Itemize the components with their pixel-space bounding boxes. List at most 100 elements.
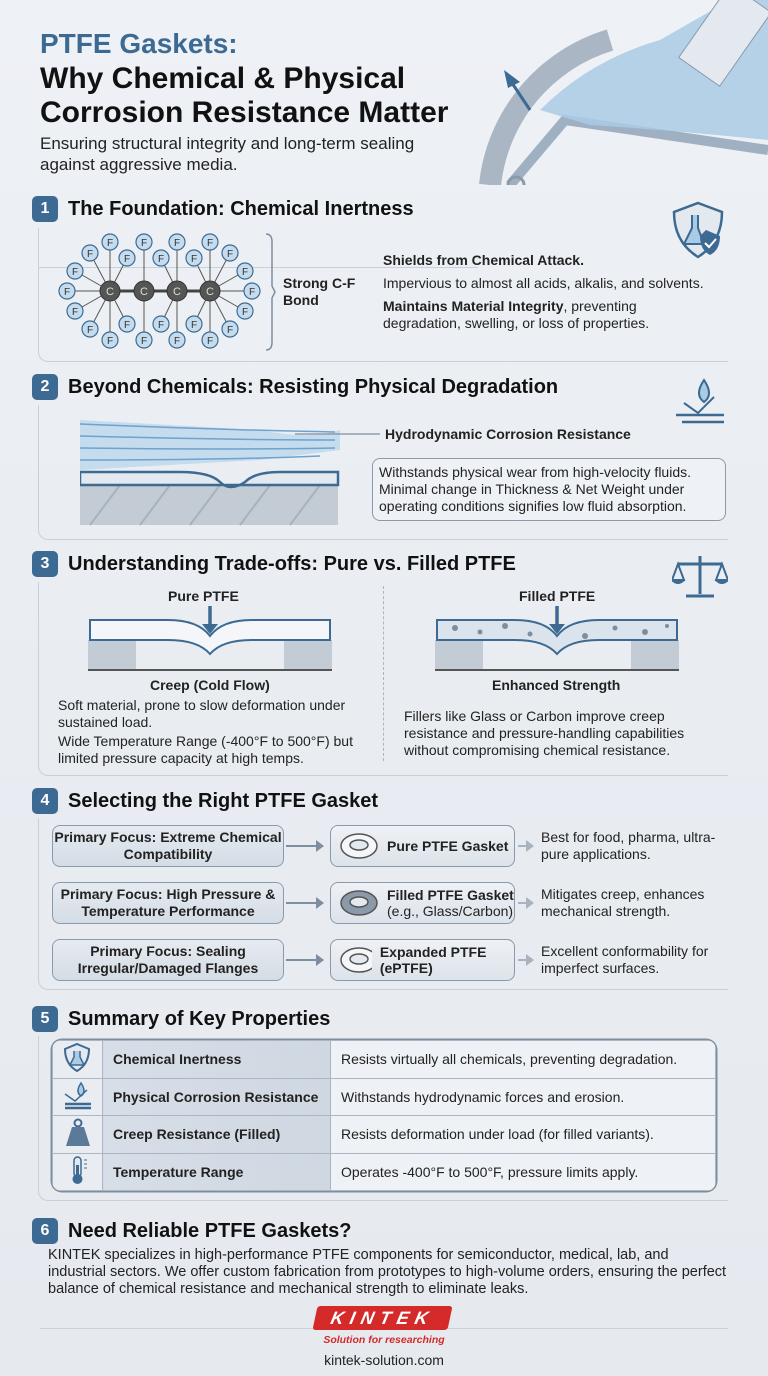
section-number: 2 [32, 374, 58, 400]
section-5-box [38, 1036, 728, 1201]
section-number: 1 [32, 196, 58, 222]
fluorine-atom: F [236, 302, 254, 320]
fluorine-atom: F [66, 262, 84, 280]
svg-text:F: F [107, 336, 113, 347]
fluorine-atom: F [168, 331, 186, 349]
title-line-3: Corrosion Resistance Matter [40, 96, 449, 129]
title-line-2: Why Chemical & Physical [40, 62, 406, 95]
section-number: 3 [32, 551, 58, 577]
result-text: Excellent conformability for imperfect s… [541, 943, 709, 976]
svg-text:F: F [107, 238, 113, 249]
svg-text:F: F [174, 336, 180, 347]
droplet-deflect-icon [676, 378, 724, 424]
shield-flask-icon [672, 201, 724, 259]
divider [383, 586, 384, 761]
bracket [265, 233, 276, 351]
result-text: Best for food, pharma, ultra-pure applic… [541, 829, 716, 862]
svg-text:F: F [87, 325, 93, 336]
droplet-surface-icon [64, 1081, 91, 1109]
filled-point-1: Fillers like Glass or Carbon improve cre… [404, 708, 685, 758]
fluorine-atom: F [81, 244, 99, 262]
svg-text:F: F [227, 249, 233, 260]
s2-description: Withstands physical wear from high-veloc… [372, 458, 726, 521]
property-description: Resists virtually all chemicals, prevent… [330, 1040, 716, 1079]
hydrodynamic-flow-illustration [80, 420, 380, 526]
svg-text:F: F [158, 254, 164, 265]
property-description: Withstands hydrodynamic forces and erosi… [330, 1077, 716, 1116]
svg-text:F: F [72, 267, 78, 278]
svg-text:F: F [158, 320, 164, 331]
filled-ptfe-illustration [435, 606, 679, 671]
focus-box: Primary Focus: Sealing Irregular/Damaged… [52, 939, 284, 981]
svg-text:F: F [191, 254, 197, 265]
carbon-atom: C [166, 280, 188, 302]
s1-point-3-bold: Maintains Material Integrity [383, 298, 564, 314]
section-title: Selecting the Right PTFE Gasket [68, 789, 379, 812]
row-icon-cell [52, 1115, 103, 1154]
fluorine-atom: F [118, 249, 136, 267]
section-number: 4 [32, 788, 58, 814]
property-name: Chemical Inertness [102, 1040, 331, 1079]
logo-tagline: Solution for researching [323, 1334, 445, 1346]
s1-point-3: Maintains Material Integrity, preventing… [383, 298, 703, 332]
svg-text:F: F [124, 254, 130, 265]
gasket-text: Expanded PTFE (ePTFE) [380, 944, 514, 976]
fluorine-atom: F [152, 315, 170, 333]
carbon-atom: C [99, 280, 121, 302]
fluorine-atom: F [168, 233, 186, 251]
property-name: Physical Corrosion Resistance [102, 1077, 331, 1116]
fluorine-atom: F [81, 320, 99, 338]
filled-ptfe-label: Filled PTFE [519, 588, 596, 604]
s1-point-2: Impervious to almost all acids, alkalis,… [383, 275, 704, 291]
svg-text:F: F [141, 238, 147, 249]
gasket-note: (e.g., Glass/Carbon) [387, 903, 514, 919]
fluorine-atom: F [221, 320, 239, 338]
row-icon-cell [52, 1152, 103, 1191]
section-4-box [38, 818, 728, 990]
pure-ptfe-label: Pure PTFE [168, 588, 239, 604]
section-1-box [38, 228, 728, 362]
gasket-name: Expanded PTFE (ePTFE) [379, 944, 487, 976]
gasket-ring-icon [340, 890, 378, 916]
fluorine-atom: F [201, 331, 219, 349]
row-icon-cell [52, 1040, 103, 1079]
website-link[interactable]: kintek-solution.com [324, 1352, 444, 1368]
pure-ptfe-creep-illustration [88, 606, 332, 671]
s2-label: Hydrodynamic Corrosion Resistance [385, 426, 631, 442]
svg-text:C: C [106, 286, 114, 298]
gasket-box: Filled PTFE Gasket(e.g., Glass/Carbon) [330, 882, 515, 924]
arrow-icon [518, 840, 534, 852]
fluorine-atom: F [221, 244, 239, 262]
fluorine-atom: F [66, 302, 84, 320]
fluorine-atom: F [152, 249, 170, 267]
balance-scale-icon [672, 556, 728, 598]
shield-flask-icon [63, 1043, 90, 1073]
focus-box: Primary Focus: Extreme Chemical Compatib… [52, 825, 284, 867]
fluorine-atom: F [185, 315, 203, 333]
fluorine-atom: F [236, 262, 254, 280]
gasket-ring-icon [340, 947, 372, 973]
fluid-flange-illustration [479, 0, 768, 185]
arrow-icon [518, 954, 534, 966]
pure-point-1: Soft material, prone to slow deformation… [58, 697, 346, 730]
section-3-box [38, 582, 728, 776]
property-description: Operates -400°F to 500°F, pressure limit… [330, 1152, 716, 1191]
kintek-logo: KINTEK [312, 1306, 453, 1330]
carbon-atom: C [199, 280, 221, 302]
gasket-text: Filled PTFE Gasket(e.g., Glass/Carbon) [387, 887, 514, 919]
arrow-icon [286, 897, 324, 909]
svg-text:C: C [206, 286, 214, 298]
weight-icon [65, 1118, 90, 1147]
gasket-box: Expanded PTFE (ePTFE) [330, 939, 515, 981]
svg-text:F: F [87, 249, 93, 260]
svg-text:F: F [191, 320, 197, 331]
svg-text:F: F [242, 267, 248, 278]
gasket-box: Pure PTFE Gasket [330, 825, 515, 867]
cta-text: KINTEK specializes in high-performance P… [48, 1247, 727, 1297]
